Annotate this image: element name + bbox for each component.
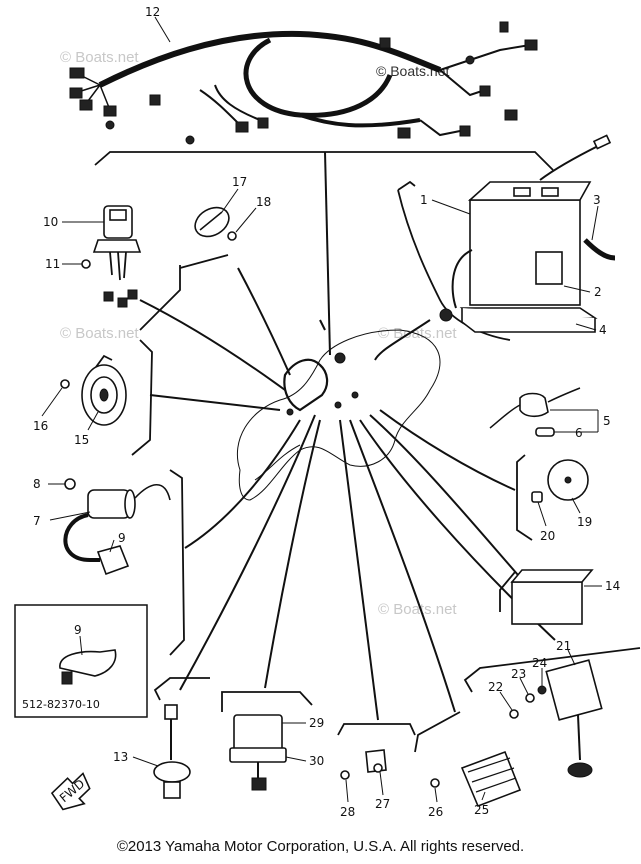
callout-25: 25 bbox=[474, 791, 489, 817]
frame-outline bbox=[236, 329, 441, 501]
callout-24: 24 bbox=[532, 656, 547, 686]
flasher-relay bbox=[179, 206, 237, 269]
callout-2: 2 bbox=[563, 285, 602, 299]
callout-15: 15 bbox=[74, 411, 99, 447]
callout-11: 11 bbox=[45, 257, 82, 271]
callout-1: 1 bbox=[420, 193, 471, 215]
callout-28: 28 bbox=[340, 779, 355, 819]
callout-number: 13 bbox=[113, 750, 128, 764]
callout-29: 29 bbox=[282, 716, 324, 730]
callout-number: 26 bbox=[428, 805, 443, 819]
callout-number: 29 bbox=[309, 716, 324, 730]
screw bbox=[81, 259, 91, 269]
callout-number: 8 bbox=[33, 477, 41, 491]
fuse-holder bbox=[489, 387, 581, 437]
regulator-unit bbox=[499, 569, 594, 625]
callout-number: 2 bbox=[594, 285, 602, 299]
copyright-notice: ©2013 Yamaha Motor Corporation, U.S.A. A… bbox=[116, 838, 525, 855]
callout-number: 3 bbox=[593, 193, 601, 207]
callout-number: 7 bbox=[33, 514, 41, 528]
callout-number: 9 bbox=[74, 623, 82, 637]
watermark: © Boats.net bbox=[60, 49, 139, 66]
watermark: © Boats.net bbox=[378, 601, 457, 618]
battery bbox=[469, 199, 581, 306]
watermark: © Boats.net bbox=[378, 325, 457, 342]
callout-number: 27 bbox=[375, 797, 390, 811]
callout-20: 20 bbox=[537, 501, 555, 543]
horn bbox=[60, 339, 153, 456]
ignitor-unit bbox=[463, 647, 641, 778]
plug-cap bbox=[96, 545, 130, 576]
callout-number: 14 bbox=[605, 579, 620, 593]
callout-10: 10 bbox=[43, 215, 104, 229]
fuse bbox=[535, 427, 555, 437]
callout-21: 21 bbox=[556, 639, 576, 666]
callout-7: 7 bbox=[33, 511, 91, 528]
wire-harness bbox=[69, 21, 554, 356]
watermark: © Boats.net bbox=[60, 325, 139, 342]
callout-18: 18 bbox=[235, 195, 271, 233]
fwd-arrow: FWD bbox=[50, 772, 91, 811]
callout-number: 9 bbox=[118, 531, 126, 545]
callout-17: 17 bbox=[221, 175, 247, 213]
callout-number: 17 bbox=[232, 175, 247, 189]
callout-number: 18 bbox=[256, 195, 271, 209]
callout-26: 26 bbox=[428, 787, 443, 819]
callout-number: 6 bbox=[575, 426, 583, 440]
callout-number: 28 bbox=[340, 805, 355, 819]
callout-number: 1 bbox=[420, 193, 428, 207]
callout-number: 21 bbox=[556, 639, 571, 653]
ignition-coil bbox=[63, 469, 185, 656]
callout-14: 14 bbox=[584, 579, 620, 593]
callout-number: 23 bbox=[511, 667, 526, 681]
neutral-switch bbox=[516, 454, 589, 541]
callout-number: 19 bbox=[577, 515, 592, 529]
callout-4: 4 bbox=[575, 323, 607, 337]
callout-number: 25 bbox=[474, 803, 489, 817]
callout-19: 19 bbox=[571, 497, 592, 529]
callout-12: 12 bbox=[145, 5, 171, 43]
callout-16: 16 bbox=[33, 387, 63, 433]
callout-number: 11 bbox=[45, 257, 60, 271]
battery-label bbox=[535, 251, 563, 285]
callout-22: 22 bbox=[488, 680, 513, 711]
breather-pipe bbox=[583, 238, 616, 261]
callout-number: 12 bbox=[145, 5, 160, 19]
callout-23: 23 bbox=[511, 667, 529, 695]
rectifier-regulator bbox=[414, 711, 522, 808]
callout-number: 20 bbox=[540, 529, 555, 543]
callout-30: 30 bbox=[285, 754, 324, 768]
oil-sensor bbox=[153, 677, 210, 799]
main-switch bbox=[81, 205, 181, 331]
inset-plug-cap: 512-82370-10 bbox=[14, 604, 148, 718]
callout-6: 6 bbox=[556, 426, 583, 440]
callout-9: 9 bbox=[109, 531, 126, 553]
starter-relay bbox=[221, 691, 313, 791]
callout-number: 5 bbox=[603, 414, 611, 428]
leader-lines bbox=[139, 267, 556, 721]
callout-3: 3 bbox=[591, 193, 601, 241]
callout-number: 22 bbox=[488, 680, 503, 694]
callout-number: 16 bbox=[33, 419, 48, 433]
callouts: 12 1 3 2 4 5 6 10 11 17 18 16 15 8 7 9 9… bbox=[33, 5, 620, 819]
callout-number: 24 bbox=[532, 656, 547, 670]
callout-number: 10 bbox=[43, 215, 58, 229]
callout-number: 15 bbox=[74, 433, 89, 447]
battery-group bbox=[397, 134, 616, 341]
callout-number: 30 bbox=[309, 754, 324, 768]
small-bracket bbox=[337, 723, 416, 780]
callout-13: 13 bbox=[113, 750, 159, 767]
callout-8: 8 bbox=[33, 477, 65, 491]
inset-part-code: 512-82370-10 bbox=[22, 698, 100, 711]
callout-27: 27 bbox=[375, 771, 390, 811]
callout-9-inset: 9 bbox=[74, 623, 83, 656]
callout-number: 4 bbox=[599, 323, 607, 337]
